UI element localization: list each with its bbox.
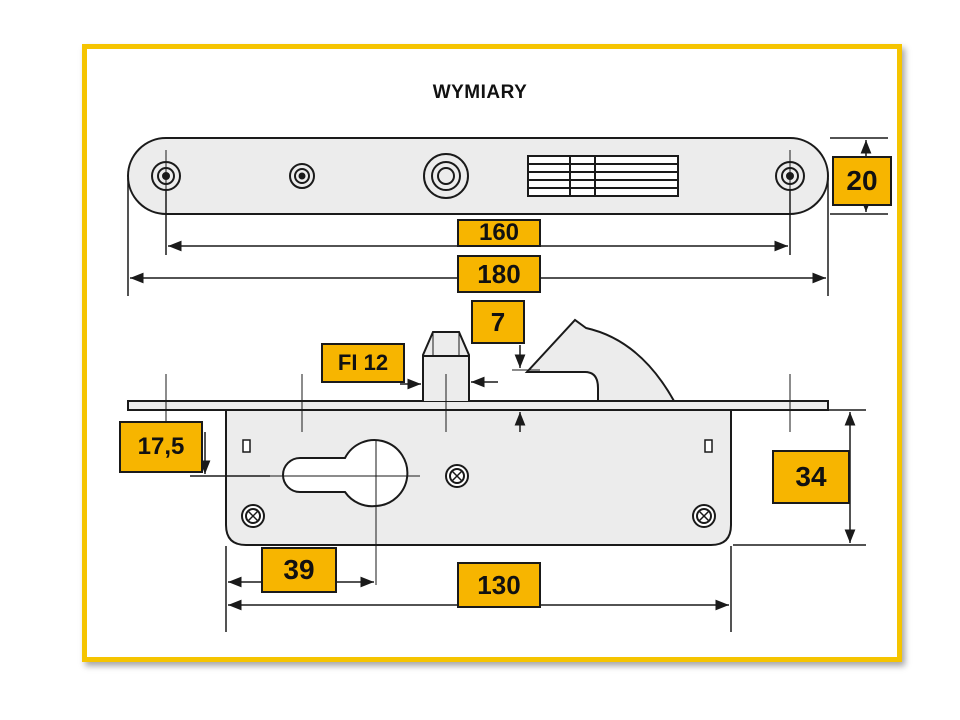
faceplate-hole-second	[289, 163, 315, 189]
screw-center	[445, 464, 469, 488]
dimension-180: 180	[457, 255, 541, 293]
lock-side-view	[127, 318, 829, 546]
page-title: WYMIARY	[432, 82, 528, 103]
bolt	[422, 331, 470, 401]
slot-right	[704, 439, 713, 453]
lock-body	[225, 409, 732, 546]
dimension-130: 130	[457, 562, 541, 608]
faceplate-top-view	[127, 137, 829, 215]
dimension-34: 34	[772, 450, 850, 504]
screw-bottom-left	[241, 504, 265, 528]
screw-bottom-right	[692, 504, 716, 528]
faceplate-bar	[127, 400, 829, 411]
dimension-17-5: 17,5	[119, 421, 203, 473]
dimension-39: 39	[261, 547, 337, 593]
hook	[524, 318, 676, 402]
dimension-160: 160	[457, 219, 541, 247]
dimension-20: 20	[832, 156, 892, 206]
hook-slot	[527, 155, 679, 197]
dimension-fi12: FI 12	[321, 343, 405, 383]
slot-left	[242, 439, 251, 453]
dimension-7: 7	[471, 300, 525, 344]
faceplate-outline	[127, 137, 829, 215]
faceplate-hole-center	[423, 153, 469, 199]
